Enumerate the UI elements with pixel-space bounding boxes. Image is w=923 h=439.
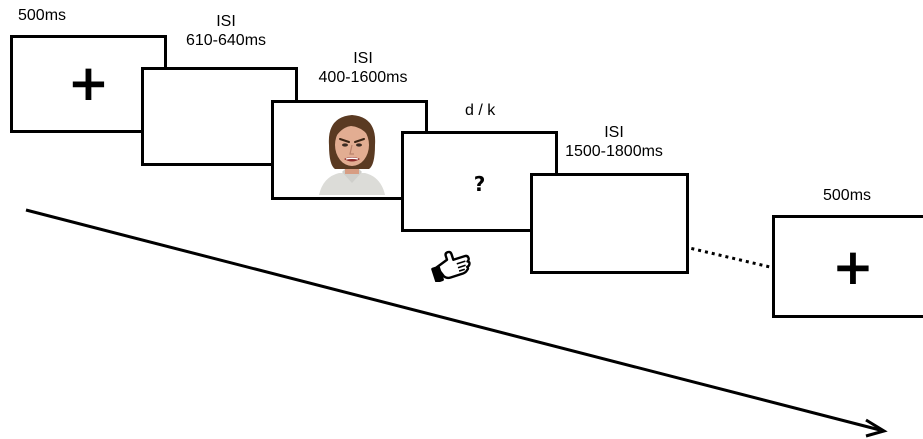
face-duration-label: ISI 400-1600ms xyxy=(303,49,423,87)
isi-2-label: ISI 1500-1800ms xyxy=(560,123,668,161)
response-keys-text: d / k xyxy=(465,102,496,119)
face-duration: 400-1600ms xyxy=(318,69,408,86)
fixation-duration-text: 500ms xyxy=(18,7,67,24)
fixation-cross: + xyxy=(67,54,110,112)
isi-1-duration: 610-640ms xyxy=(185,32,267,49)
face-title: ISI xyxy=(353,50,373,67)
next-fixation-duration-label: 500ms xyxy=(823,186,871,205)
isi-1-title: ISI xyxy=(216,13,236,30)
time-arrow-head xyxy=(865,418,888,438)
next-fixation-frame: + xyxy=(772,215,923,318)
angry-face-photo xyxy=(319,115,385,195)
isi-2-frame xyxy=(530,173,689,274)
fixation-duration-label: 500ms xyxy=(18,6,66,25)
isi-1-label: ISI 610-640ms xyxy=(174,12,278,50)
question-mark: ? xyxy=(473,172,486,196)
isi-2-title: ISI xyxy=(604,124,624,141)
next-fixation-duration-text: 500ms xyxy=(823,187,872,204)
fixation-frame: + xyxy=(10,35,167,133)
next-fixation-cross: + xyxy=(832,238,874,296)
pointing-hand-icon xyxy=(431,250,471,282)
response-keys-label: d / k xyxy=(465,101,495,120)
isi-2-duration: 1500-1800ms xyxy=(565,143,663,160)
